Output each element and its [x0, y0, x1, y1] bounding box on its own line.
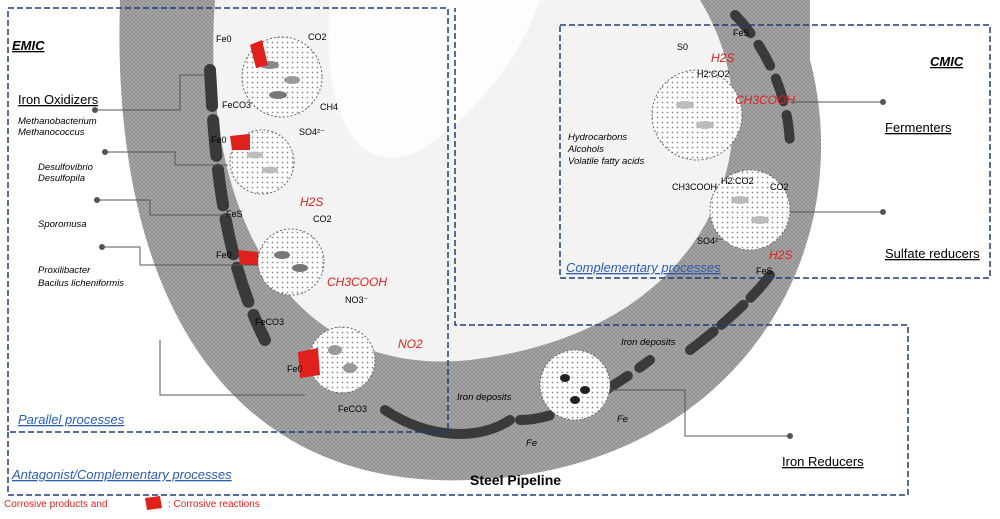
antagonist-processes-label: Antagonist/Complementary processes: [11, 467, 232, 482]
methanogen-genus-1: Methanobacterium: [18, 116, 97, 127]
sulfate-genus-1: Desulfovibrio: [38, 162, 93, 173]
fe0-label: Fe0: [216, 34, 232, 44]
legend-reactions: : Corrosive reactions: [168, 499, 260, 510]
complementary-processes-label: Complementary processes: [566, 260, 721, 275]
ch3cooh-label-2: CH3COOH: [735, 93, 795, 107]
fes-label-3: FeS: [756, 266, 773, 276]
no3-label: NO3⁻: [345, 295, 369, 305]
ch3cooh-label: CH3COOH: [327, 275, 387, 289]
steel-pipeline-wall: [119, 0, 822, 481]
nitrate-genus-2: Bacilus licheniformis: [38, 278, 124, 289]
antagonist-box: [7, 8, 909, 496]
colony-fermenters: [651, 69, 743, 161]
ch3cooh-black-label: CH3COOH: [672, 182, 717, 192]
so4-label: SO4²⁻: [299, 127, 325, 137]
iron-deposits-label-2: Iron deposits: [621, 337, 676, 348]
parallel-processes-label: Parallel processes: [18, 412, 125, 427]
colony-iron-reducers: [539, 349, 611, 421]
emic-title: EMIC: [12, 38, 45, 53]
co2-label-2: CO2: [313, 214, 332, 224]
feco3-label-3: FeCO3: [338, 404, 367, 414]
nitrate-genus-1: Proxilibacter: [38, 265, 91, 276]
ch4-label: CH4: [320, 102, 338, 112]
cmic-title: CMIC: [930, 54, 964, 69]
sulfate-genus-2: Desulfopila: [38, 173, 85, 184]
iron-oxidizers-label: Iron Oxidizers: [18, 92, 99, 107]
co2-label: CO2: [308, 32, 327, 42]
substrate-vfa: Volatile fatty acids: [568, 156, 644, 167]
substrate-hydrocarbons: Hydrocarbons: [568, 132, 627, 143]
colony-acetogen: [257, 228, 325, 296]
co2-label-3: CO2: [770, 182, 789, 192]
fermenters-label: Fermenters: [885, 120, 952, 135]
corrosive-reaction-arrows: [145, 40, 320, 510]
feco3-label-2: FeCO3: [255, 317, 284, 327]
feco3-label: FeCO3: [222, 100, 251, 110]
iron-deposits-label-1: Iron deposits: [457, 392, 512, 403]
iron-reducers-label: Iron Reducers: [782, 454, 864, 469]
no2-label: NO2: [398, 337, 423, 351]
connector-lines: [92, 74, 886, 439]
steel-pipeline-title: Steel Pipeline: [470, 472, 561, 488]
fe0-label-3: Fe0: [216, 250, 232, 260]
emic-box: [7, 7, 449, 433]
fe0-label-2: Fe0: [211, 135, 227, 145]
h2co2-label-2: H2:CO2: [721, 176, 754, 186]
acetogen-genus: Sporomusa: [38, 219, 87, 230]
fes-label: FeS: [226, 209, 243, 219]
colony-nitrate: [308, 326, 376, 394]
fe-label-1: Fe: [526, 438, 537, 449]
h2s-label-3: H2S: [769, 248, 792, 262]
legend-products: Corrosive products and: [4, 499, 107, 510]
colony-sulfate-reducers: [709, 169, 791, 251]
h2co2-label: H2:CO2: [697, 69, 730, 79]
methanogen-genus-2: Methanococcus: [18, 127, 85, 138]
fe0-label-4: Fe0: [287, 364, 303, 374]
fe-label-2: Fe: [617, 414, 628, 425]
sulfate-reducers-label: Sulfate reducers: [885, 246, 980, 261]
h2s-label-2: H2S: [711, 51, 734, 65]
h2s-label: H2S: [300, 195, 323, 209]
fes-label-2: FeS: [733, 28, 750, 38]
s0-label: S0: [677, 42, 688, 52]
so4-label-2: SO4²⁻: [697, 236, 723, 246]
substrate-alcohols: Alcohols: [567, 144, 604, 155]
